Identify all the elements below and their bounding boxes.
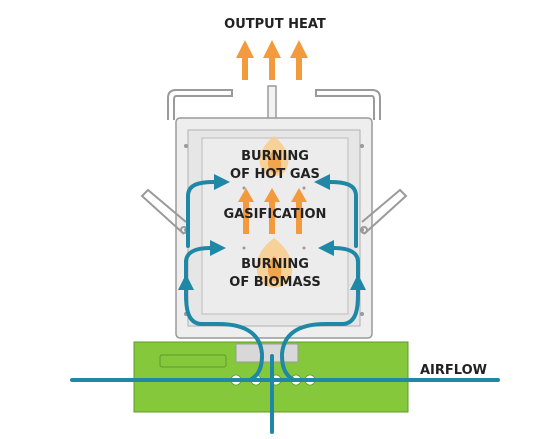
airflow-arrows: [70, 174, 500, 434]
airflow-right-lower: [318, 240, 360, 284]
burning-hot-gas-line1: BURNING: [241, 149, 309, 164]
airflow-left-upper: [186, 174, 230, 248]
gas-arrow-left: [238, 188, 254, 234]
base-slot: [159, 354, 227, 368]
output-heat-arrows: [236, 40, 308, 80]
top-handle: [167, 89, 381, 120]
burning-hot-gas-label: BURNING OF HOT GAS: [215, 148, 335, 184]
flame-bottom-icon: [256, 238, 293, 288]
right-side-handle: [360, 188, 408, 235]
airflow-right-outer: [280, 274, 366, 356]
gas-arrow-right: [291, 188, 307, 234]
airflow-right-upper: [314, 174, 358, 248]
burning-biomass-line1: BURNING: [241, 257, 309, 272]
airflow-label: AIRFLOW: [420, 363, 487, 378]
airflow-inner-right: [280, 354, 296, 382]
airflow-left-outer: [178, 274, 264, 356]
heat-arrow-center: [263, 40, 281, 80]
airflow-inner-left: [248, 354, 264, 382]
gasification-label: GASIFICATION: [223, 207, 327, 222]
gas-arrow-center: [264, 188, 280, 234]
heat-arrow-right: [290, 40, 308, 80]
burning-biomass-label: BURNING OF BIOMASS: [215, 256, 335, 292]
airflow-left-lower: [184, 240, 226, 284]
gasification-arrows: [238, 188, 307, 234]
base-vent-plate: [235, 343, 299, 363]
flame-top-icon: [259, 136, 289, 176]
burning-biomass-line2: OF BIOMASS: [229, 275, 321, 290]
burning-hot-gas-line2: OF HOT GAS: [230, 167, 320, 182]
output-heat-label: OUTPUT HEAT: [224, 17, 326, 32]
heat-arrow-left: [236, 40, 254, 80]
